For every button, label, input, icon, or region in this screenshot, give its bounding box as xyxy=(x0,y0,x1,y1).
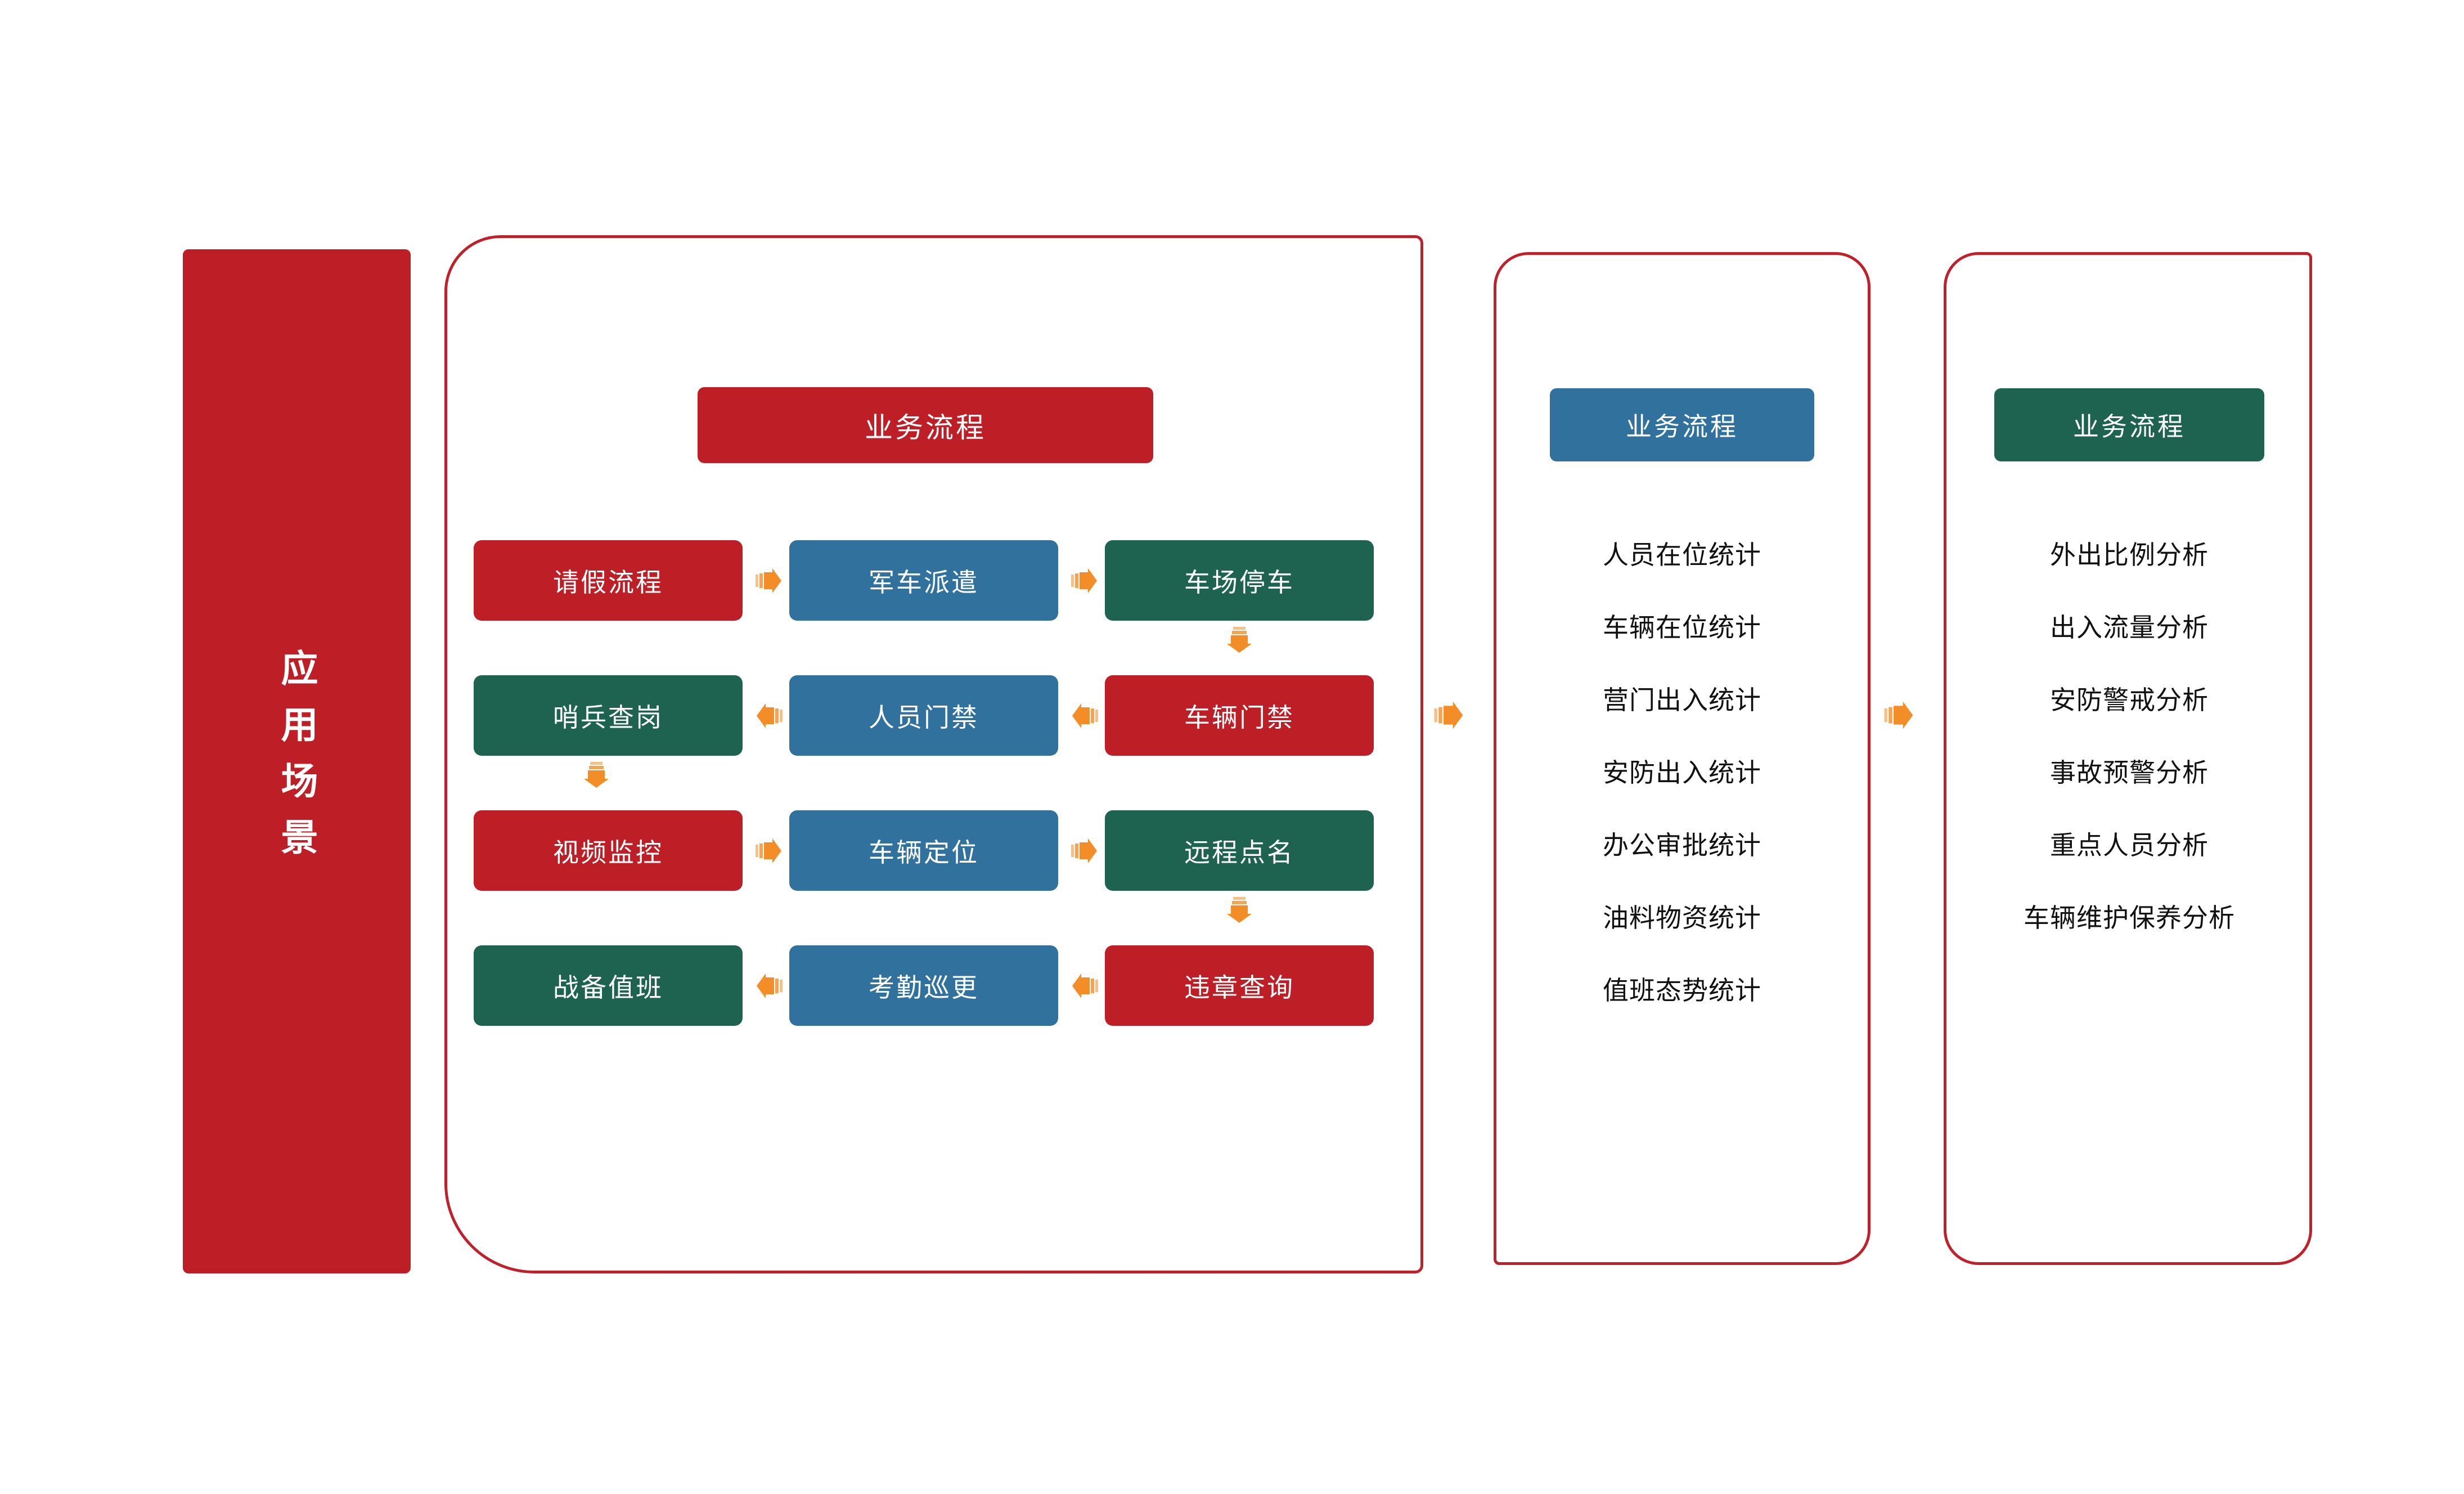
list-item[interactable]: 重点人员分析 xyxy=(2050,831,2209,860)
flow-node-label: 战备值班 xyxy=(553,972,663,1002)
flow-node-vehicle-access-control[interactable]: 车辆门禁 xyxy=(1105,675,1374,756)
arrow-right-icon xyxy=(1882,698,1917,733)
list-item[interactable]: 办公审批统计 xyxy=(1603,831,1761,860)
business-flow-grid: 请假流程 军车派遣 车场停车 哨兵查岗 人员门禁 车辆门禁 视频监控 车辆定位 … xyxy=(474,540,1374,1026)
arrow-right-icon xyxy=(1432,698,1467,733)
arrow-right-icon xyxy=(753,835,785,867)
flow-node-combat-readiness-duty[interactable]: 战备值班 xyxy=(474,945,743,1026)
list-item[interactable]: 营门出入统计 xyxy=(1603,685,1761,715)
statistics-panel-header: 业务流程 xyxy=(1550,388,1814,461)
list-item[interactable]: 安防出入统计 xyxy=(1603,758,1761,787)
flow-node-vehicle-positioning[interactable]: 车辆定位 xyxy=(789,810,1058,891)
flow-panel-title-label: 业务流程 xyxy=(865,411,986,443)
list-item[interactable]: 车辆在位统计 xyxy=(1603,613,1761,642)
arrow-down-icon xyxy=(1224,895,1255,926)
analysis-panel-header: 业务流程 xyxy=(1994,388,2264,461)
flow-node-label: 车场停车 xyxy=(1184,567,1294,597)
flow-node-sentry-post-check[interactable]: 哨兵查岗 xyxy=(474,675,743,756)
flow-row: 视频监控 车辆定位 远程点名 xyxy=(474,810,1374,891)
arrow-left-icon xyxy=(1069,700,1100,732)
flow-node-personnel-access-control[interactable]: 人员门禁 xyxy=(789,675,1058,756)
flow-node-label: 军车派遣 xyxy=(869,567,979,597)
analysis-panel-header-label: 业务流程 xyxy=(2073,412,2186,441)
arrow-left-icon xyxy=(1069,970,1100,1002)
flow-node-label: 视频监控 xyxy=(553,837,663,867)
statistics-panel-header-label: 业务流程 xyxy=(1626,412,1738,441)
arrow-left-icon xyxy=(753,970,785,1002)
application-scenario-label: 应用场景 xyxy=(276,649,318,874)
arrow-left-icon xyxy=(753,700,785,732)
statistics-item-list: 人员在位统计 车辆在位统计 营门出入统计 安防出入统计 办公审批统计 油料物资统… xyxy=(1499,519,1865,1027)
list-item[interactable]: 车辆维护保养分析 xyxy=(2024,903,2235,932)
flow-node-video-surveillance[interactable]: 视频监控 xyxy=(474,810,743,891)
flow-panel-title-box: 业务流程 xyxy=(698,387,1153,463)
flow-node-label: 车辆定位 xyxy=(869,837,979,867)
flow-node-military-vehicle-dispatch[interactable]: 军车派遣 xyxy=(789,540,1058,621)
flow-node-remote-roll-call[interactable]: 远程点名 xyxy=(1105,810,1374,891)
flow-row: 哨兵查岗 人员门禁 车辆门禁 xyxy=(474,675,1374,756)
flow-node-label: 车辆门禁 xyxy=(1184,702,1294,732)
flow-node-leave-process[interactable]: 请假流程 xyxy=(474,540,743,621)
arrow-right-icon xyxy=(1069,565,1100,596)
list-item[interactable]: 人员在位统计 xyxy=(1603,540,1761,569)
list-item[interactable]: 事故预警分析 xyxy=(2050,758,2209,787)
arrow-down-icon xyxy=(581,760,612,791)
list-item[interactable]: 油料物资统计 xyxy=(1603,903,1761,932)
list-item[interactable]: 出入流量分析 xyxy=(2050,613,2209,642)
application-scenario-banner: 应用场景 xyxy=(183,249,411,1273)
arrow-right-icon xyxy=(753,565,785,596)
flow-row: 请假流程 军车派遣 车场停车 xyxy=(474,540,1374,621)
flow-node-label: 哨兵查岗 xyxy=(553,702,663,732)
flow-node-attendance-patrol[interactable]: 考勤巡更 xyxy=(789,945,1058,1026)
list-item[interactable]: 外出比例分析 xyxy=(2050,540,2209,569)
arrow-down-icon xyxy=(1224,625,1255,656)
flow-node-label: 请假流程 xyxy=(553,567,663,597)
flow-node-parking-lot-parking[interactable]: 车场停车 xyxy=(1105,540,1374,621)
flow-node-label: 远程点名 xyxy=(1184,837,1294,867)
list-item[interactable]: 安防警戒分析 xyxy=(2050,685,2209,715)
flow-node-violation-query[interactable]: 违章查询 xyxy=(1105,945,1374,1026)
flow-node-label: 考勤巡更 xyxy=(869,972,979,1002)
flow-node-label: 人员门禁 xyxy=(869,702,979,732)
flow-row: 战备值班 考勤巡更 违章查询 xyxy=(474,945,1374,1026)
flow-node-label: 违章查询 xyxy=(1184,972,1294,1002)
arrow-right-icon xyxy=(1069,835,1100,867)
list-item[interactable]: 值班态势统计 xyxy=(1603,976,1761,1005)
analysis-item-list: 外出比例分析 出入流量分析 安防警戒分析 事故预警分析 重点人员分析 车辆维护保… xyxy=(1949,519,2309,954)
